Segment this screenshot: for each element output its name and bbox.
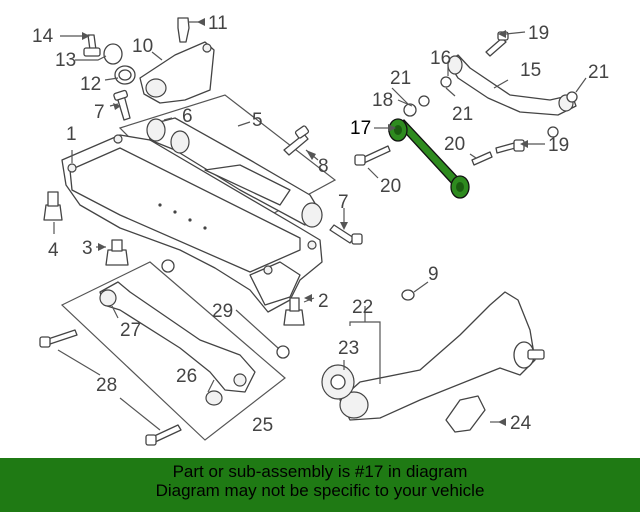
callout-15: 15: [520, 60, 541, 81]
callout-24: 24: [510, 413, 532, 434]
lateral-link-17: [388, 118, 470, 199]
callout-26: 26: [176, 366, 197, 387]
callout-20-mid: 20: [444, 134, 465, 155]
callout-22: 22: [352, 297, 373, 318]
callout-12: 12: [80, 74, 101, 95]
callout-3: 3: [82, 238, 93, 259]
callout-7-lower: 7: [338, 192, 349, 213]
callout-29: 29: [212, 301, 233, 322]
callout-16: 16: [430, 48, 451, 69]
lower-arm: [39, 281, 256, 446]
crossmember: [61, 134, 323, 313]
callout-8: 8: [318, 156, 329, 177]
callout-5: 5: [252, 110, 263, 131]
parts-diagram: 1 2 3 4 5 6 7 7 8 9 10 11 12 13 14 15 16…: [32, 13, 609, 446]
callout-6: 6: [182, 106, 193, 127]
insulators: [43, 191, 415, 359]
callout-9: 9: [428, 264, 439, 285]
trailing-arm: [321, 291, 545, 433]
callout-13: 13: [55, 50, 76, 71]
callout-1: 1: [66, 124, 77, 145]
callout-19-top: 19: [528, 23, 549, 44]
bolts-upper: [113, 89, 363, 245]
callout-23: 23: [338, 338, 359, 359]
callout-11: 11: [208, 13, 228, 34]
callout-21-top: 21: [390, 68, 411, 89]
callout-labels: 1 2 3 4 5 6 7 7 8 9 10 11 12 13 14 15 16…: [32, 13, 609, 436]
callout-28: 28: [96, 375, 117, 396]
callout-25: 25: [252, 415, 273, 436]
callout-2: 2: [318, 291, 329, 312]
callout-4: 4: [48, 240, 59, 261]
support-bracket: [146, 117, 323, 228]
fitment-banner: Part or sub-assembly is #17 in diagram D…: [0, 458, 640, 512]
callout-20-left: 20: [380, 176, 401, 197]
callout-14: 14: [32, 26, 54, 47]
upper-arm: [403, 31, 578, 154]
banner-line-1: Part or sub-assembly is #17 in diagram: [172, 462, 468, 481]
group-box-25: [60, 261, 286, 441]
callout-17: 17: [350, 118, 371, 139]
callout-21-mid: 21: [452, 104, 473, 125]
callout-27: 27: [120, 320, 141, 341]
callout-7-upper: 7: [94, 102, 105, 123]
callout-19-right: 19: [548, 135, 569, 156]
bolts-20: [354, 145, 493, 166]
mount-bracket: [83, 17, 215, 104]
leader-lines: [53, 21, 587, 431]
callout-10: 10: [132, 36, 153, 57]
banner-line-2: Diagram may not be specific to your vehi…: [155, 481, 485, 500]
callout-21-right: 21: [588, 62, 609, 83]
callout-18: 18: [372, 90, 393, 111]
arrowheads: [82, 18, 528, 426]
